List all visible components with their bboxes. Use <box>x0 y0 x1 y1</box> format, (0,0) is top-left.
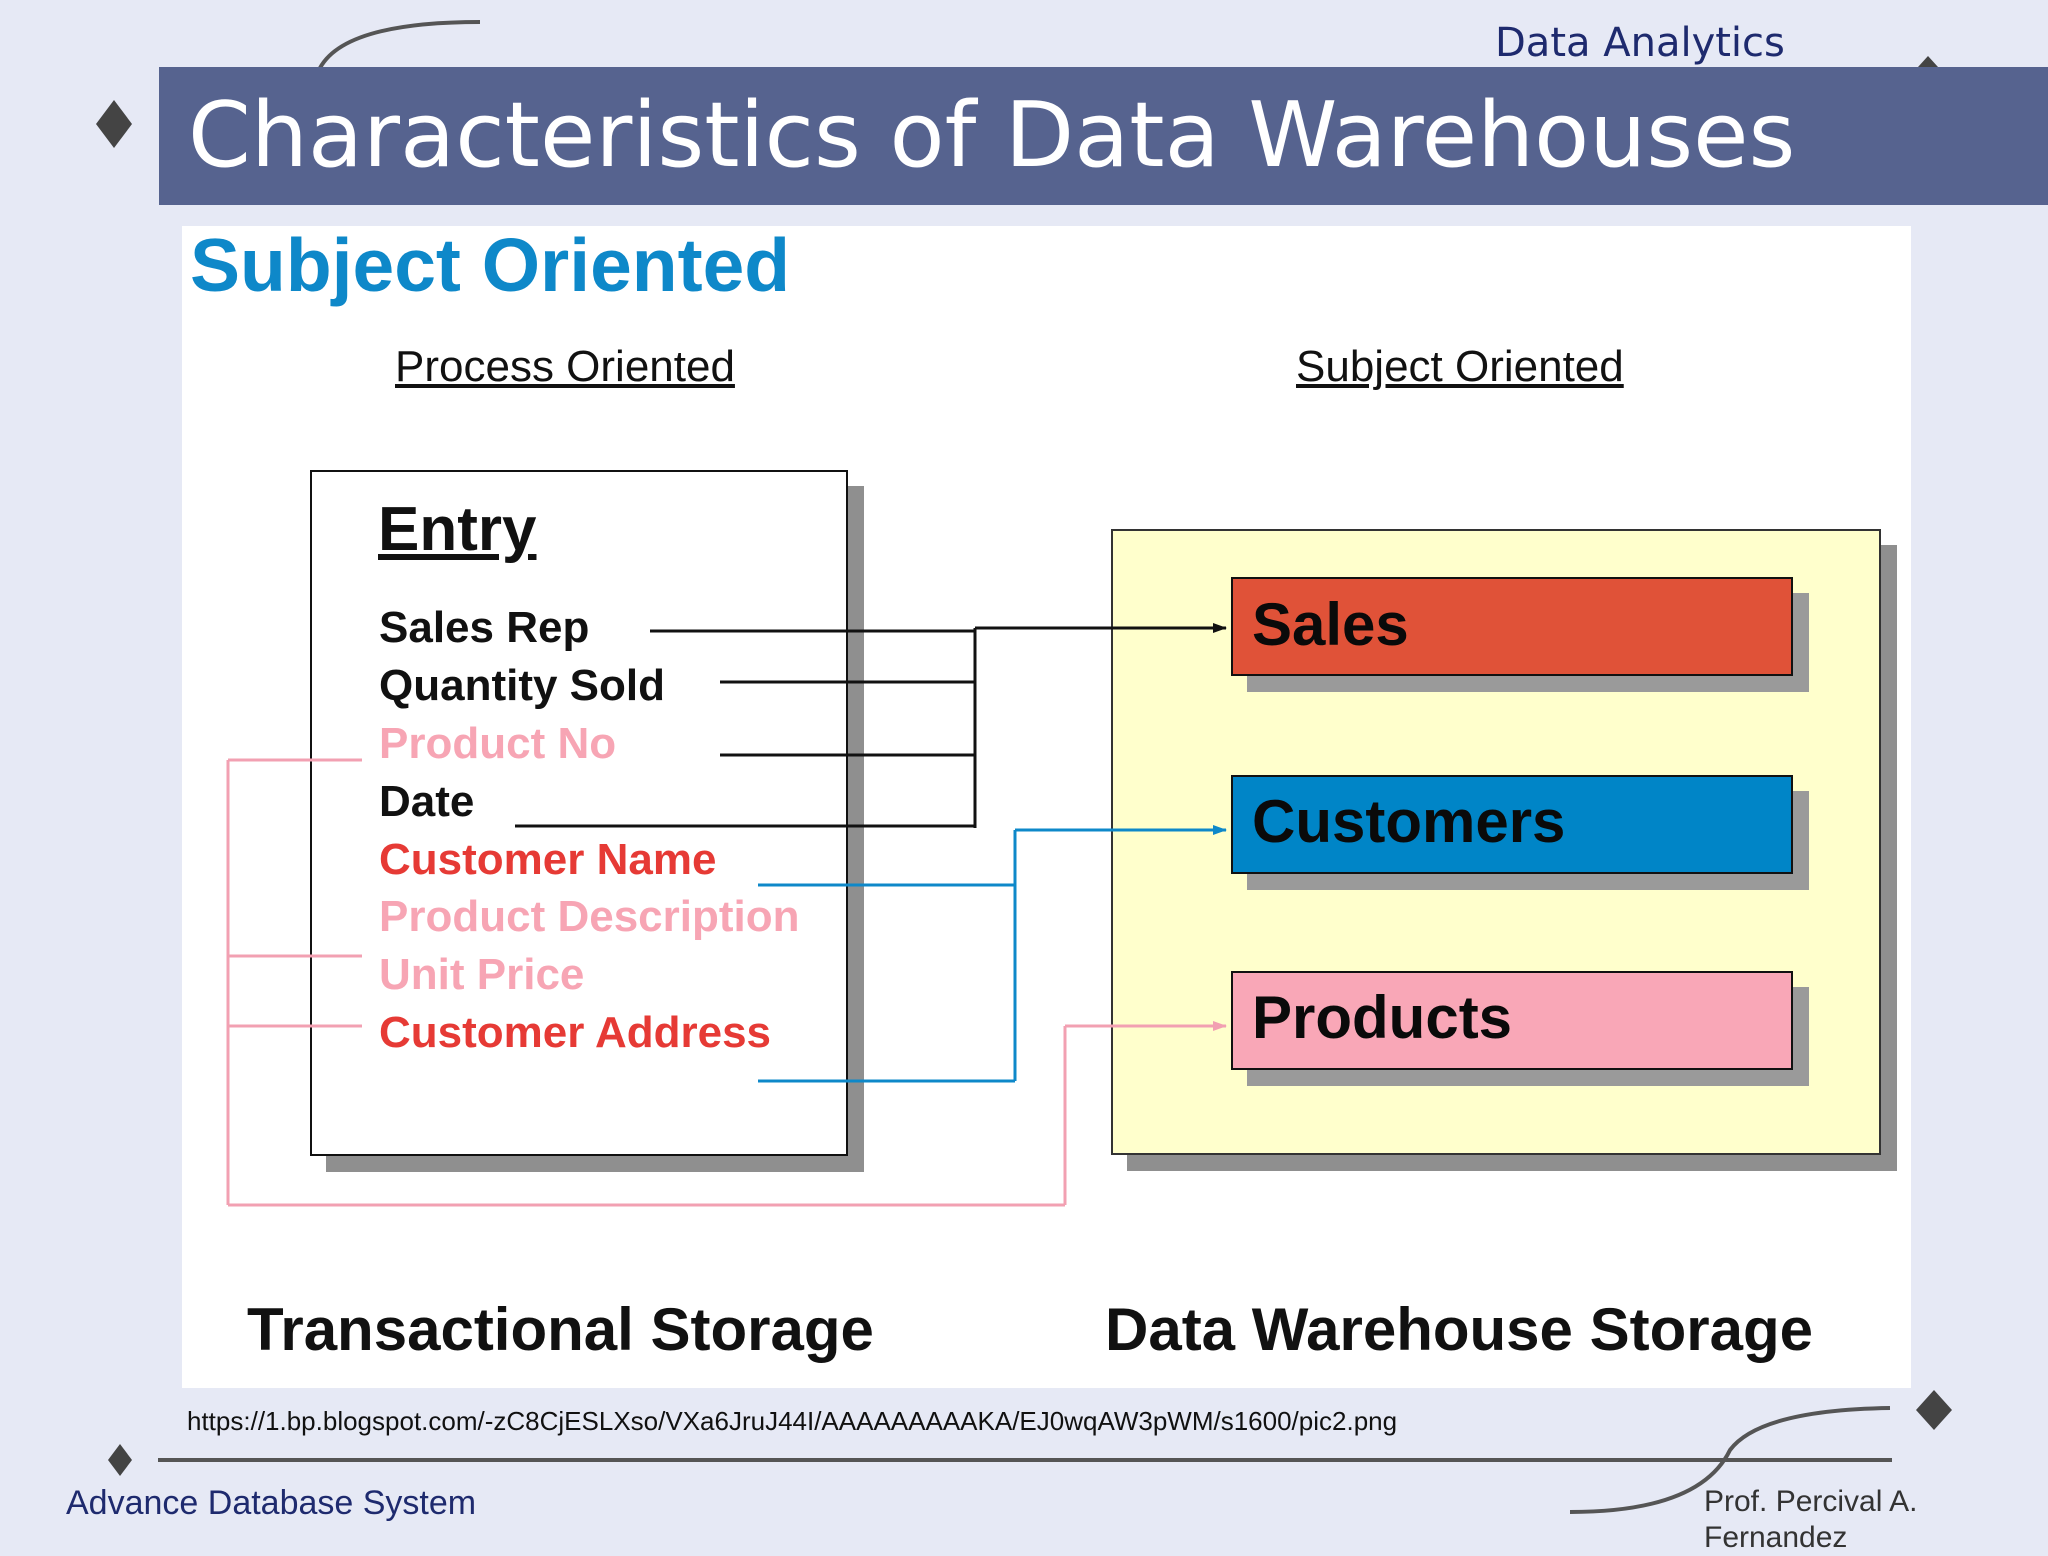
customers-subject-label: Customers <box>1252 788 1566 855</box>
title-band <box>159 67 2048 205</box>
corner-diamond <box>1918 56 1938 67</box>
top-curve <box>318 20 481 70</box>
field-quantity-sold: Quantity Sold <box>379 661 665 710</box>
products-subject-label: Products <box>1252 984 1513 1051</box>
products-connector <box>226 758 1227 1207</box>
customers-subject-box <box>1231 775 1793 874</box>
process-oriented-heading: Process Oriented <box>395 342 735 391</box>
field-customer-name: Customer Name <box>379 835 717 884</box>
entry-table-box <box>310 470 848 1156</box>
footer-author-line1: Prof. Percival A. <box>1704 1485 1918 1518</box>
course-tag: Data Analytics <box>1495 20 1785 66</box>
right-diamond <box>1916 1390 1952 1430</box>
footer-author-line2: Fernandez <box>1704 1521 1848 1554</box>
left-diamond <box>96 100 132 148</box>
sales-subject-box <box>1231 577 1793 676</box>
slide-title: Characteristics of Data Warehouses <box>188 83 1796 188</box>
field-customer-address: Customer Address <box>379 1008 772 1057</box>
footer-author: Prof. Percival A. Fernandez <box>1704 1484 1917 1556</box>
products-subject-box <box>1231 971 1793 1070</box>
field-product-no: Product No <box>379 719 617 768</box>
image-source-url: https://1.bp.blogspot.com/-zC8CjESLXso/V… <box>187 1406 1398 1436</box>
sales-connector <box>515 623 1227 828</box>
field-unit-price: Unit Price <box>379 950 585 999</box>
field-sales-rep: Sales Rep <box>379 603 590 652</box>
transactional-storage-label: Transactional Storage <box>247 1296 874 1363</box>
customers-connector <box>758 825 1227 1083</box>
bottom-curve <box>1569 1406 1891 1514</box>
entry-title: Entry <box>378 495 537 564</box>
diagram-heading: Subject Oriented <box>190 223 791 307</box>
sales-subject-label: Sales <box>1252 591 1409 658</box>
footer-course-name: Advance Database System <box>66 1484 477 1522</box>
subject-oriented-heading: Subject Oriented <box>1296 342 1624 391</box>
field-date: Date <box>379 777 475 826</box>
small-diamond <box>108 1444 132 1476</box>
field-product-description: Product Description <box>379 892 800 941</box>
data-warehouse-storage-label: Data Warehouse Storage <box>1105 1296 1813 1363</box>
